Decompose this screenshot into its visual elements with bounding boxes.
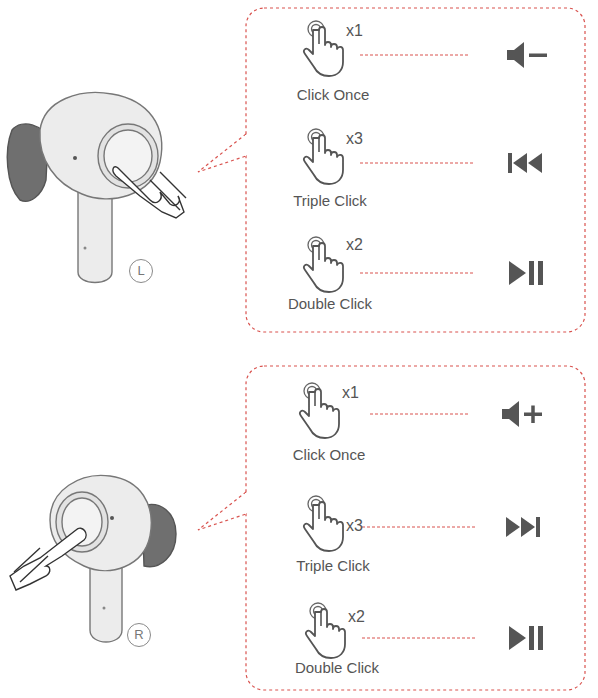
- gesture-label: Click Once: [293, 446, 366, 464]
- next-track-icon: [506, 517, 540, 537]
- left-earbud: [7, 93, 186, 283]
- hand-gesture: [304, 129, 343, 184]
- side-marker: L: [129, 259, 153, 283]
- leader-line: [360, 55, 475, 638]
- side-marker: R: [127, 623, 151, 647]
- click-count: x1: [346, 22, 363, 40]
- click-count: x1: [342, 384, 359, 402]
- hand-gesture: [306, 603, 345, 658]
- gesture-label: Double Click: [288, 295, 372, 313]
- gesture-label: Double Click: [295, 659, 379, 677]
- callout-pointer: [198, 134, 246, 172]
- hand-gesture: [304, 237, 343, 292]
- gesture-label: Triple Click: [296, 557, 370, 575]
- hand-gesture: [304, 21, 343, 76]
- gesture-label: Triple Click: [293, 192, 367, 210]
- previous-track-icon: [508, 153, 542, 173]
- play-pause-icon: [509, 626, 543, 650]
- volume-up-icon: [502, 401, 542, 427]
- click-count: x3: [346, 517, 363, 535]
- side-letter: R: [134, 628, 143, 642]
- side-letter: L: [137, 264, 144, 278]
- click-count: x3: [346, 130, 363, 148]
- hand-gesture: [304, 496, 343, 551]
- callout-pointer: [198, 492, 246, 530]
- click-count: x2: [348, 608, 365, 626]
- volume-down-icon: [507, 42, 547, 68]
- play-pause-icon: [509, 261, 543, 285]
- callout-panel: [246, 366, 585, 690]
- callout-panel: [246, 8, 585, 332]
- hand-gesture: [300, 383, 339, 438]
- right-earbud: [10, 475, 176, 642]
- gesture-label: Click Once: [297, 86, 370, 104]
- click-count: x2: [346, 236, 363, 254]
